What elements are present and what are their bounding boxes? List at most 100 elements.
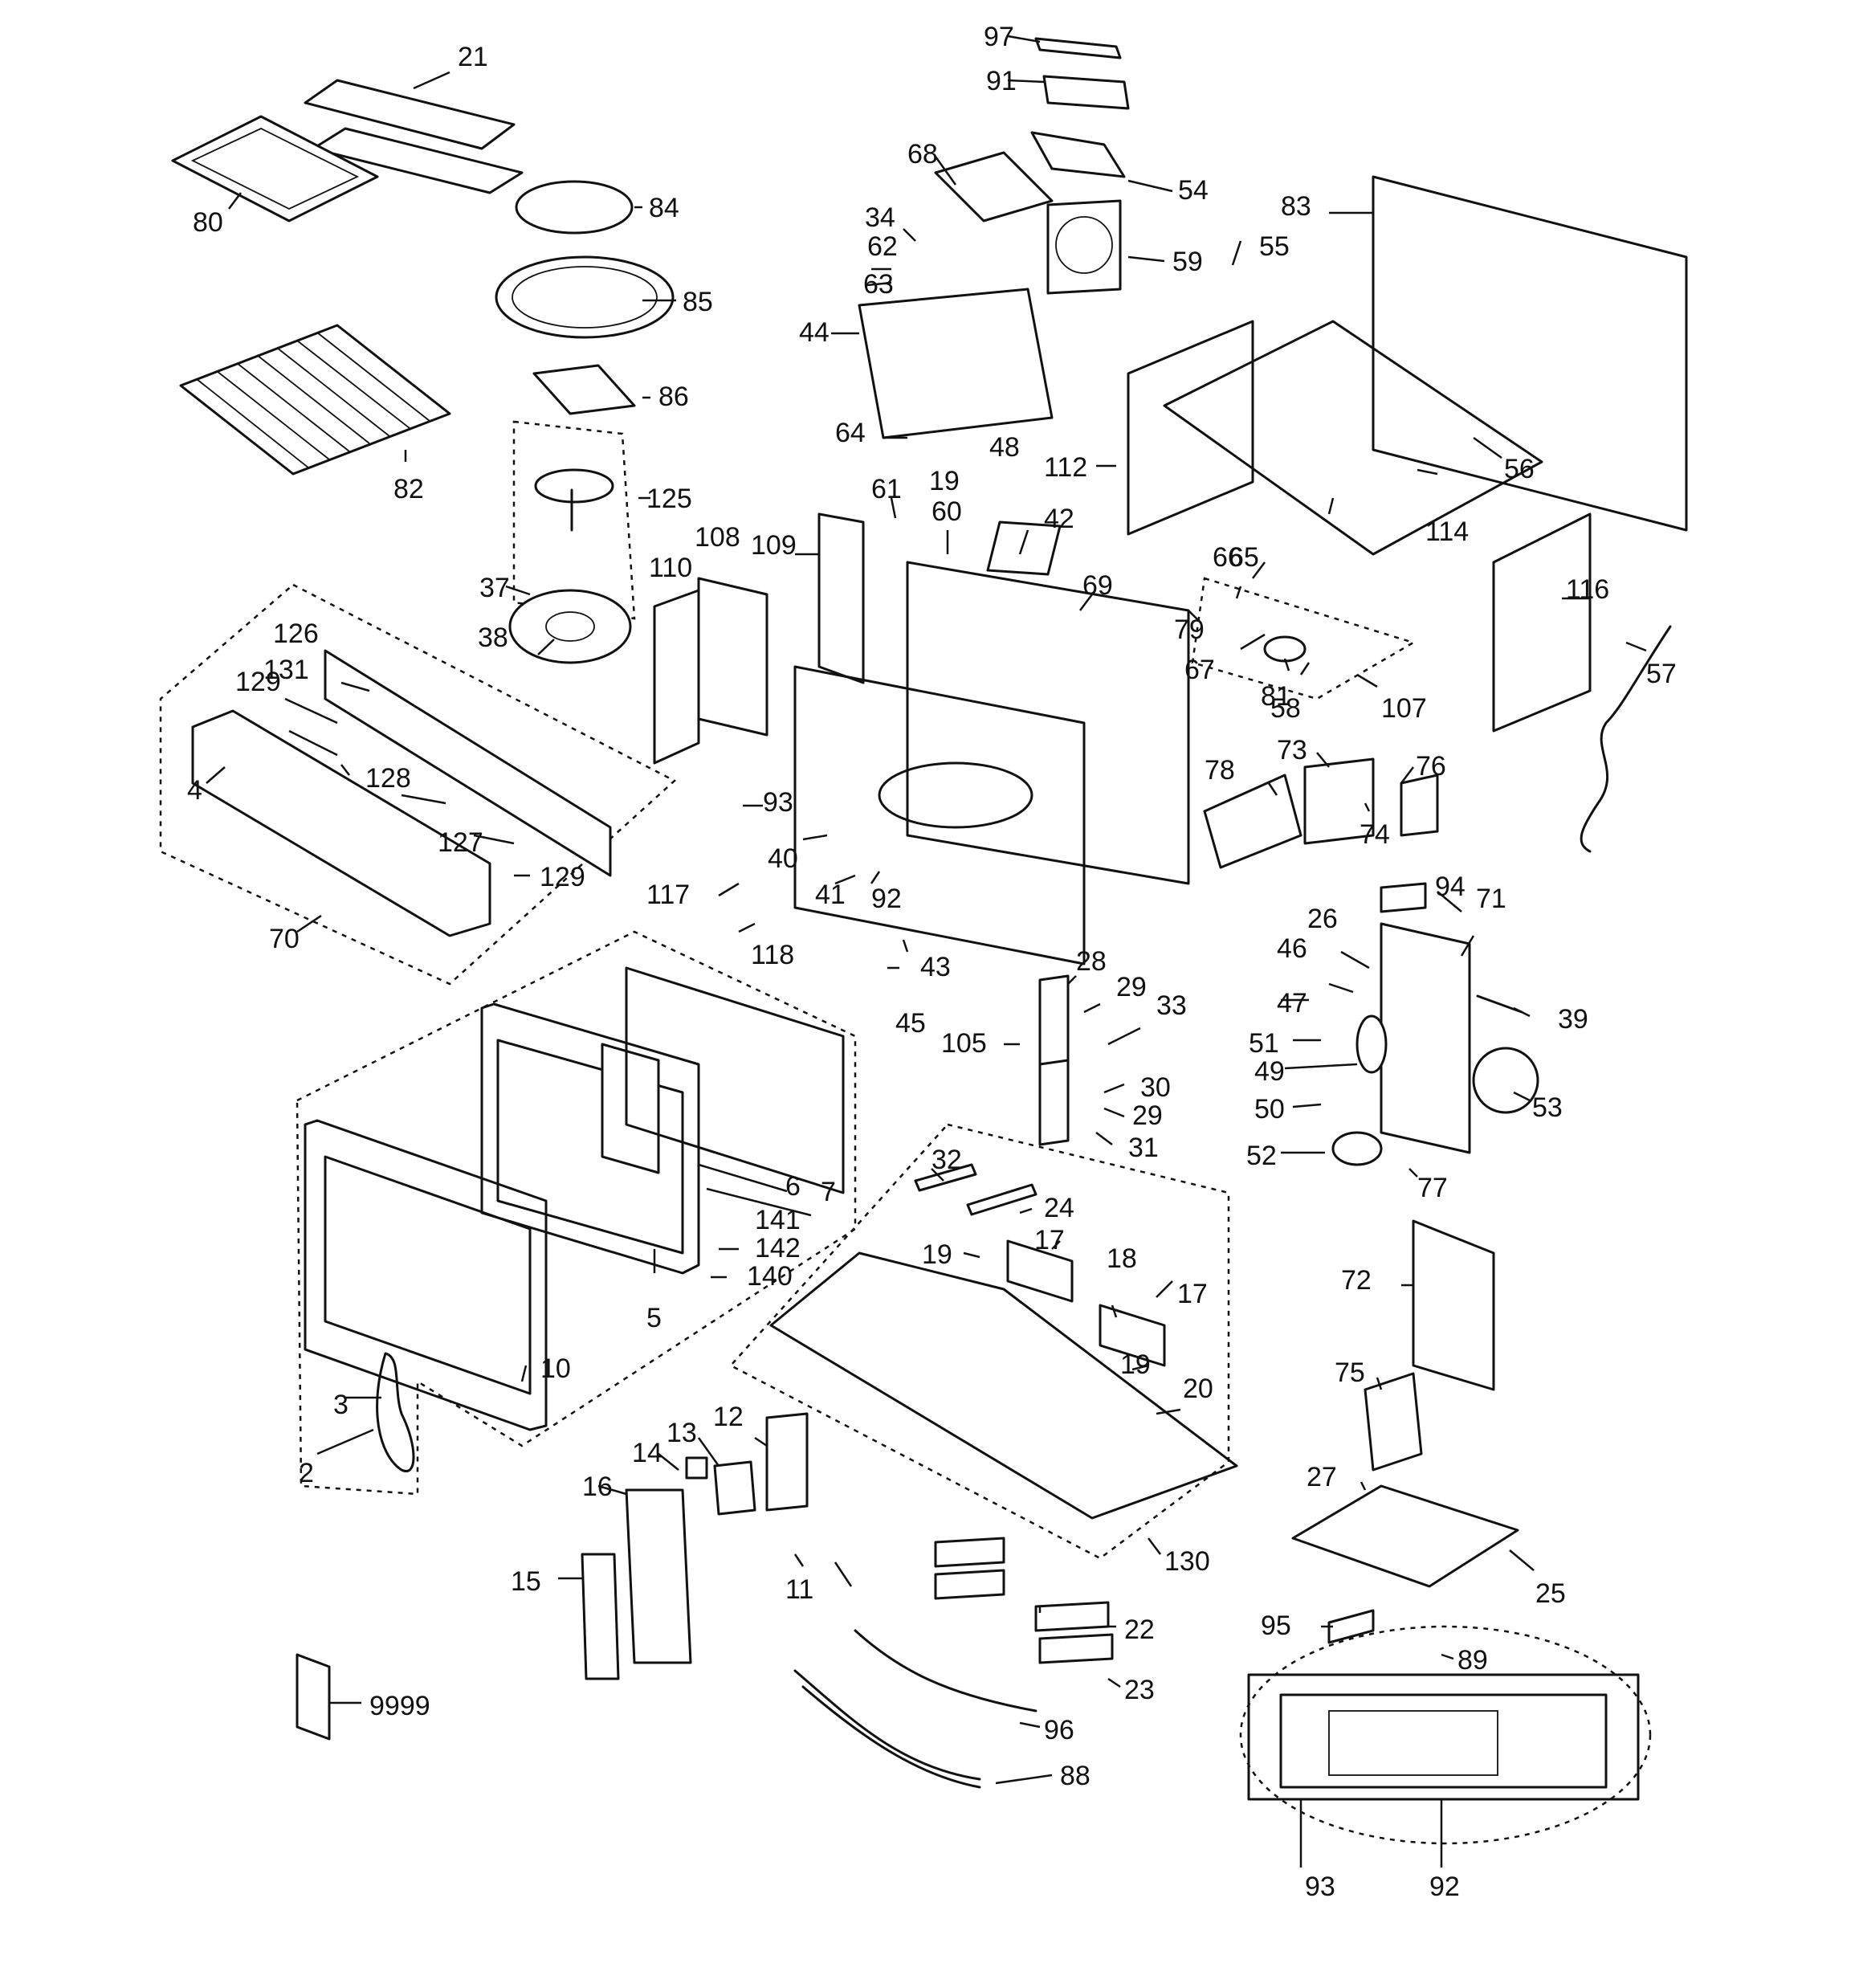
- part-label: 25: [1535, 1578, 1566, 1609]
- part-label: 84: [649, 193, 679, 223]
- part-label: 92: [1429, 1872, 1460, 1902]
- part-label: 125: [646, 484, 692, 514]
- part-label: 65: [1229, 542, 1259, 573]
- part-label: 50: [1254, 1094, 1285, 1125]
- part-label: 74: [1360, 819, 1390, 850]
- part-label: 45: [895, 1008, 926, 1039]
- part-label: 73: [1277, 735, 1307, 765]
- part-label: 126: [273, 618, 319, 649]
- part-label: 48: [989, 432, 1020, 463]
- parts: [171, 37, 1688, 1801]
- part-label: 38: [478, 623, 508, 653]
- part-label: 21: [458, 42, 488, 72]
- part-label: 39: [1558, 1004, 1588, 1035]
- part-label: 130: [1164, 1546, 1210, 1577]
- part-label: 93: [1305, 1872, 1335, 1902]
- part-label: 12: [713, 1402, 744, 1432]
- part-label: 53: [1532, 1092, 1563, 1123]
- part-label: 27: [1307, 1462, 1337, 1492]
- part-label: 51: [1249, 1028, 1279, 1059]
- part-label: 10: [540, 1353, 571, 1384]
- part-label: 57: [1646, 659, 1677, 689]
- part-label: 89: [1457, 1645, 1488, 1676]
- part-label: 114: [1425, 516, 1469, 547]
- part-label: 82: [393, 474, 424, 504]
- part-label: 142: [755, 1233, 801, 1263]
- part-label: 75: [1335, 1357, 1365, 1388]
- part-label: 118: [751, 940, 794, 970]
- part-label: 129: [540, 862, 585, 892]
- part-label: 88: [1060, 1761, 1090, 1791]
- part-label: 63: [863, 269, 894, 300]
- part-label: 43: [920, 952, 951, 982]
- part-label: 66: [1213, 542, 1243, 573]
- part-label: 108: [695, 522, 740, 553]
- part-label: 37: [479, 573, 510, 603]
- part-label: 19: [922, 1239, 952, 1270]
- part-label: 93: [763, 787, 793, 818]
- part-label: 6: [785, 1171, 801, 1202]
- part-label: 86: [658, 382, 689, 412]
- part-label: 105: [941, 1028, 987, 1059]
- part-label: 24: [1044, 1193, 1074, 1223]
- part-label: 117: [646, 880, 690, 910]
- part-label: 4: [187, 775, 202, 806]
- part-label: 62: [867, 231, 898, 262]
- part-label: 47: [1277, 988, 1307, 1018]
- part-label: 128: [365, 763, 411, 794]
- part-label: 69: [1082, 570, 1113, 601]
- part-label: 56: [1504, 454, 1535, 484]
- part-label: 97: [984, 22, 1014, 52]
- part-label: 28: [1076, 946, 1107, 977]
- part-label: 61: [871, 474, 902, 504]
- part-label: 13: [667, 1418, 697, 1448]
- part-label: 131: [263, 655, 309, 685]
- part-label: 34: [865, 202, 895, 233]
- part-label: 72: [1341, 1265, 1372, 1296]
- part-label: 129: [235, 667, 281, 697]
- part-label: 14: [632, 1438, 662, 1468]
- part-label: 26: [1307, 904, 1338, 934]
- part-label: 141: [755, 1205, 801, 1235]
- part-label: 77: [1417, 1173, 1448, 1203]
- part-label: 83: [1281, 191, 1311, 222]
- part-label: 68: [907, 139, 938, 169]
- part-label: 94: [1435, 872, 1466, 902]
- part-label: 58: [1270, 693, 1301, 724]
- part-label: 31: [1128, 1133, 1159, 1163]
- part-label: 110: [649, 553, 692, 583]
- part-label: 23: [1124, 1675, 1155, 1705]
- part-label: 92: [871, 884, 902, 914]
- part-label: 59: [1172, 247, 1203, 277]
- part-label: 30: [1140, 1072, 1171, 1103]
- part-label: 42: [1044, 504, 1074, 534]
- part-label: 78: [1205, 755, 1235, 786]
- leader-lines: [206, 35, 1647, 1868]
- part-label: 29: [1132, 1100, 1163, 1131]
- part-label: 60: [932, 496, 962, 527]
- part-label: 85: [683, 287, 713, 317]
- part-label: 19: [1120, 1349, 1151, 1380]
- part-label: 15: [511, 1566, 541, 1597]
- part-label: 67: [1184, 655, 1215, 685]
- part-label: 76: [1416, 751, 1446, 782]
- part-label: 5: [646, 1303, 662, 1333]
- part-label: 44: [799, 317, 830, 348]
- part-label: 64: [835, 418, 866, 448]
- part-label: 52: [1246, 1141, 1277, 1171]
- part-label: 40: [768, 843, 798, 874]
- part-label: 96: [1044, 1715, 1074, 1745]
- part-label: 32: [932, 1145, 962, 1175]
- part-label: 19: [929, 466, 960, 496]
- part-label: 54: [1178, 175, 1209, 206]
- part-label: 140: [747, 1261, 793, 1292]
- part-label: 41: [815, 880, 846, 910]
- part-label: 20: [1183, 1374, 1213, 1404]
- part-label: 70: [269, 924, 300, 954]
- part-label: 9999: [369, 1691, 430, 1721]
- part-label: 17: [1034, 1225, 1065, 1255]
- part-label: 16: [582, 1472, 613, 1502]
- part-label: 29: [1116, 972, 1147, 1002]
- part-label: 116: [1566, 574, 1609, 605]
